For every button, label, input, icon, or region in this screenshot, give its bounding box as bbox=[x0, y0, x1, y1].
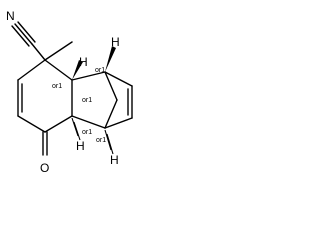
hydrogen-atom-bottom: H bbox=[110, 153, 119, 167]
nitrile-group bbox=[11, 21, 46, 61]
stereo-label-bridgehead-bottom: or1 bbox=[96, 137, 106, 144]
stereo-label-fusion-bottom: or1 bbox=[82, 129, 92, 136]
nitrogen-atom: N bbox=[6, 9, 15, 23]
hydrogen-atom-mid-bottom: H bbox=[76, 139, 85, 153]
stereo-label-quaternary: or1 bbox=[52, 83, 62, 90]
stereo-label-bridgehead-top: or1 bbox=[95, 67, 105, 74]
stereo-bonds bbox=[71, 46, 116, 155]
stereo-label-fusion-top: or1 bbox=[82, 97, 92, 104]
norbornene-ring bbox=[71, 71, 133, 129]
cyclohexenone-ring bbox=[17, 59, 73, 133]
hydrogen-atom-mid-top: H bbox=[79, 55, 88, 69]
oxygen-atom: O bbox=[40, 161, 49, 175]
hydrogen-atom-top: H bbox=[111, 35, 120, 49]
carbonyl-group bbox=[42, 131, 48, 156]
methyl-bond bbox=[44, 41, 73, 61]
molecule-structure: N O H H H H or1 or1 or1 or1 or1 bbox=[6, 9, 133, 175]
